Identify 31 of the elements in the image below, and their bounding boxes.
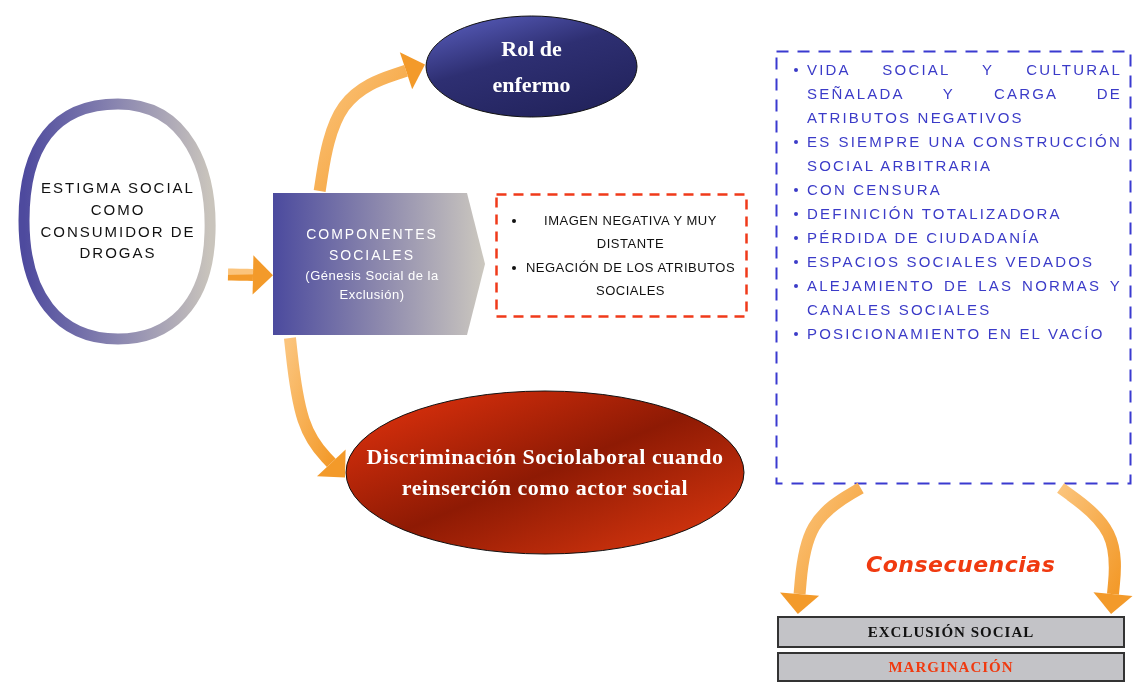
oval-node <box>425 15 638 118</box>
node-label: Rol de enfermo <box>491 35 572 99</box>
node-label: MARGINACIÓN <box>888 659 1014 675</box>
heading-text: Consecuencias <box>866 552 1056 577</box>
node-label: ESTIGMA SOCIAL COMO CONSUMIDOR DE DROGAS <box>39 178 197 264</box>
bullet-item: POSICIONAMIENTO EN EL VACÍO <box>807 322 1122 346</box>
bullet-item: CON CENSURA <box>807 178 1122 202</box>
curved-arrow <box>225 255 273 295</box>
bullet-item: ALEJAMIENTO DE LAS NORMAS Y CANALES SOCIALES <box>807 274 1122 322</box>
subtitle: (Génesis Social de la Exclusión) <box>304 266 440 304</box>
bullet-item: PÉRDIDA DE CIUDADANÍA <box>807 226 1122 250</box>
pentagon-node <box>273 193 485 335</box>
bullet-item: DEFINICIÓN TOTALIZADORA <box>807 202 1122 226</box>
bullet-item: NEGACIÓN DE LOS ATRIBUTOS SOCIALES <box>525 255 736 303</box>
bullet-item: IMAGEN NEGATIVA Y MUY DISTANTE <box>525 208 736 256</box>
node-label: COMPONENTES SOCIALES <box>305 224 439 265</box>
bullet-item: ES SIEMPRE UNA CONSTRUCCIÓN SOCIAL ARBITRARIA <box>807 130 1122 178</box>
node-label: Discriminación Sociolaboral cuando reinserción como actor social <box>365 442 725 502</box>
oval-outline-node <box>18 98 218 343</box>
bullet-item: VIDA SOCIAL Y CULTURAL SEÑALADA Y CARGA DE ATRIBUTOS NEGATIVOS <box>807 58 1122 130</box>
curved-arrow <box>313 52 425 192</box>
node-label: EXCLUSIÓN SOCIAL <box>867 624 1035 640</box>
oval-node <box>345 390 745 555</box>
bullet-item: ESPACIOS SOCIALES VEDADOS <box>807 250 1122 274</box>
rectangle-box <box>777 652 1125 682</box>
curved-arrow <box>780 482 864 614</box>
dashed-box <box>495 193 748 318</box>
curved-arrow <box>1057 483 1133 614</box>
rectangle-box <box>777 616 1125 648</box>
curved-arrow <box>284 337 346 478</box>
dashed-box <box>775 50 1132 485</box>
